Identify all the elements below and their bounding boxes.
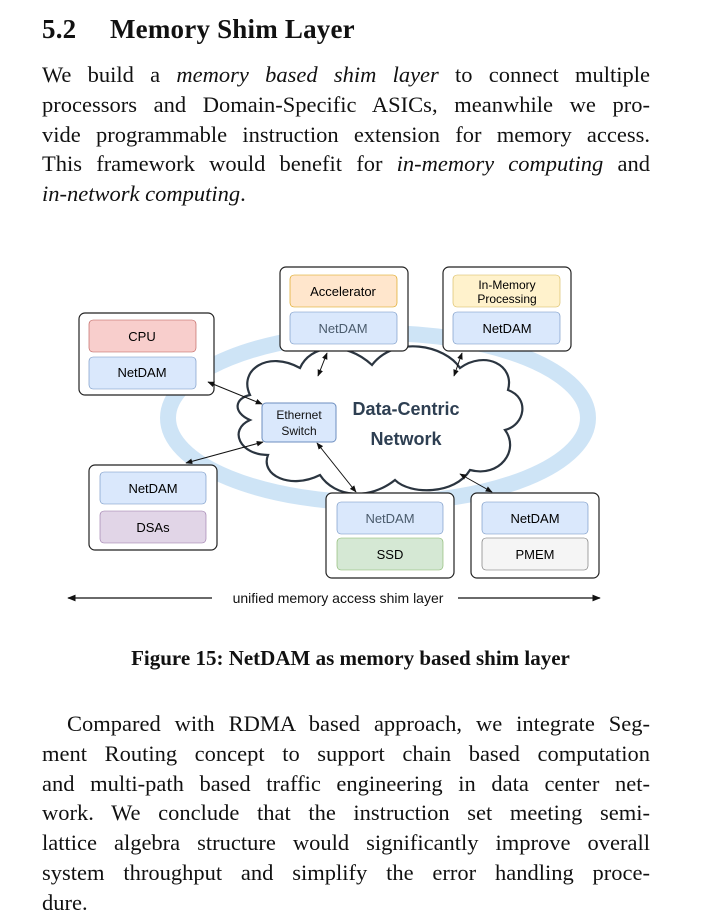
- paragraph-line: lattice algebra structure would signific…: [42, 830, 650, 856]
- node-dsa: NetDAM DSAs: [88, 464, 218, 551]
- link-dsa-switch: [185, 440, 264, 465]
- link-imp-cloud: [453, 352, 463, 377]
- node-pmem: NetDAM PMEM: [470, 492, 600, 579]
- paragraph-line: dure.: [42, 889, 88, 915]
- node-label: Accelerator: [310, 284, 376, 299]
- node-label: NetDAM: [510, 511, 559, 526]
- node-label: SSD: [377, 547, 404, 562]
- paragraph-line: system throughput and simplify the error…: [42, 859, 650, 885]
- paragraph-line: in-network computing.: [42, 181, 246, 207]
- node-in-memory-processing: In-Memory Processing NetDAM: [442, 266, 572, 352]
- switch-label-line2: Switch: [281, 424, 316, 438]
- paragraph-line: This framework would benefit for in-memo…: [42, 151, 650, 177]
- node-label: NetDAM: [128, 481, 177, 496]
- switch-label-line1: Ethernet: [276, 408, 322, 422]
- link-cloud-pmem: [459, 473, 493, 493]
- ethernet-switch: [261, 402, 337, 443]
- section-heading: 5.2 Memory Shim Layer: [42, 14, 355, 45]
- node-cpu: CPU NetDAM: [78, 312, 215, 396]
- shim-layer-label: unified memory access shim layer: [233, 590, 444, 606]
- figure-caption: Figure 15: NetDAM as memory based shim l…: [131, 646, 570, 670]
- paragraph-line: Compared with RDMA based approach, we in…: [67, 711, 650, 736]
- node-ssd: NetDAM SSD: [325, 492, 455, 579]
- node-label: NetDAM: [318, 321, 367, 336]
- emphasis: in-memory computing: [396, 151, 604, 177]
- node-accelerator: Accelerator NetDAM: [279, 266, 409, 352]
- link-accelerator-cloud: [317, 352, 328, 377]
- node-label: DSAs: [136, 520, 170, 535]
- emphasis: memory based shim layer: [176, 62, 439, 87]
- paragraph-line: processors and Domain-Specific ASICs, me…: [42, 91, 650, 117]
- link-switch-ssd: [316, 442, 357, 493]
- paragraph-line: vide programmable instruction extension …: [42, 121, 650, 147]
- section-number: 5.2: [42, 14, 77, 44]
- section-title: Memory Shim Layer: [110, 14, 355, 44]
- node-label: Processing: [477, 292, 536, 306]
- paragraph-line: and multi-path based traffic engineering…: [42, 770, 650, 796]
- network-label-line1: Data-Centric: [352, 399, 459, 419]
- link-cpu-switch: [207, 381, 263, 405]
- node-label: NetDAM: [117, 365, 166, 380]
- node-label: NetDAM: [365, 511, 414, 526]
- emphasis: in-network computing: [42, 181, 241, 207]
- paragraph-line: We build a memory based shim layer to co…: [42, 62, 650, 87]
- body-paragraph: Compared with RDMA based approach, we in…: [42, 709, 650, 918]
- paragraph-line: work. We conclude that the instruction s…: [42, 800, 650, 826]
- network-cloud: [236, 345, 524, 495]
- paragraph-line: ment Routing concept to support chain ba…: [42, 740, 650, 766]
- node-label: In-Memory: [478, 278, 535, 292]
- network-label-line2: Network: [370, 429, 442, 449]
- node-label: PMEM: [516, 547, 555, 562]
- node-label: NetDAM: [482, 321, 531, 336]
- node-label: CPU: [128, 329, 155, 344]
- intro-paragraph: We build a memory based shim layer to co…: [42, 60, 650, 209]
